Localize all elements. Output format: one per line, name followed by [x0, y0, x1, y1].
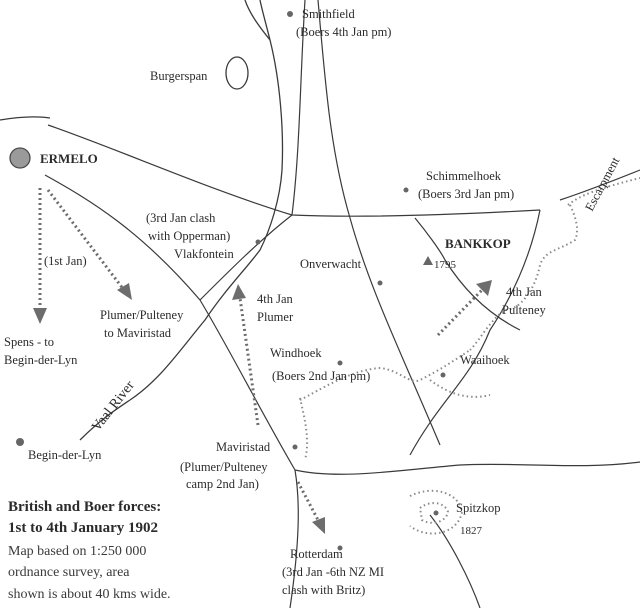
route-spens-arrowhead [33, 308, 47, 324]
legend-body-2: ordnance survey, area [8, 565, 130, 580]
plumer-pulteney-label-1: Plumer/Pulteney [100, 308, 184, 322]
waaihoek-marker [440, 372, 446, 378]
route-pulteney-4th-arrowhead [476, 280, 492, 296]
smithfield-note: (Boers 4th Jan pm) [296, 25, 391, 39]
schimmelhoek-note: (Boers 3rd Jan pm) [418, 187, 514, 201]
smithfield-label: Smithfield [302, 7, 356, 21]
maviristad-note-1: (Plumer/Pulteney [180, 460, 268, 474]
map-legend: British and Boer forces: 1st to 4th Janu… [8, 499, 171, 602]
pulteney-4th-label-2: Pulteney [502, 303, 546, 317]
legend-body-3: shown is about 40 kms wide. [8, 587, 171, 602]
vaal-river-line [129, 0, 284, 401]
route-plumer-4th [238, 297, 260, 426]
route-plumer-4th-arrowhead [232, 284, 246, 300]
vlakfontein-note-2: with Opperman) [148, 229, 230, 243]
routes [33, 188, 492, 534]
begin-der-lyn-label: Begin-der-Lyn [28, 448, 102, 462]
pulteney-4th-label-1: 4th Jan [506, 285, 543, 299]
route-pulteney-4th [436, 288, 484, 337]
windhoek-marker [337, 360, 343, 366]
plumer-4th-label-1: 4th Jan [257, 292, 294, 306]
route-plumer-pulteney-maviristad [46, 189, 126, 291]
windhoek-contour [299, 349, 471, 401]
waaihoek-label: Waaihoek [460, 353, 510, 367]
rotterdam-label: Rotterdam [290, 547, 343, 561]
road-maviristad-south [289, 469, 299, 608]
bankkop-height: 1795 [434, 259, 457, 271]
maviristad-contour [299, 397, 309, 461]
spitzkop-marker [433, 510, 439, 516]
schimmelhoek-label: Schimmelhoek [426, 169, 502, 183]
road-bankkop-south [414, 217, 521, 331]
road-southeast [294, 461, 640, 475]
road-west-link [199, 214, 293, 301]
ermelo-town-marker [9, 147, 31, 169]
escarpment-contour [469, 204, 579, 351]
spitzkop-height: 1827 [460, 525, 483, 537]
rotterdam-marker [337, 545, 343, 551]
maviristad-note-2: camp 2nd Jan) [186, 477, 259, 491]
legend-title-1: British and Boer forces: [8, 499, 161, 515]
rivers [79, 0, 284, 441]
route-plumer-pulteney-arrowhead [117, 283, 132, 300]
river-south-branch [79, 399, 131, 441]
escarpment-label: Escarpment [582, 154, 622, 213]
rotterdam-note-2: clash with Britz) [282, 583, 365, 597]
spens-label-1: Spens - to [4, 335, 54, 349]
windhoek-label: Windhoek [270, 346, 322, 360]
rotterdam-note-1: (3rd Jan -6th NZ MI [282, 565, 384, 579]
contours [299, 177, 640, 535]
first-jan-label: (1st Jan) [44, 254, 87, 268]
begin-der-lyn-marker [16, 438, 24, 446]
road-schimmelhoek-north [317, 0, 351, 219]
burgerspan-pan [225, 56, 249, 90]
onverwacht-label: Onverwacht [300, 257, 362, 271]
ermelo-label: ERMELO [40, 151, 98, 166]
markers [9, 11, 446, 551]
bankkop-label: BANKKOP [445, 236, 511, 251]
legend-title-2: 1st to 4th January 1902 [8, 520, 158, 536]
river-north-branch [244, 0, 271, 41]
maviristad-label: Maviristad [216, 440, 271, 454]
road-onverwacht-south [349, 217, 441, 446]
route-rotterdam-arrowhead [312, 517, 325, 534]
vlakfontein-label: Vlakfontein [174, 247, 234, 261]
vaal-river-label: Vaal River [89, 378, 138, 434]
plumer-4th-label-2: Plumer [257, 310, 294, 324]
spens-label-2: Begin-der-Lyn [4, 353, 78, 367]
legend-body-1: Map based on 1:250 000 [8, 544, 146, 559]
vlakfontein-note-1: (3rd Jan clash [146, 211, 216, 225]
road-far-east [559, 169, 640, 201]
escarpment-top [567, 177, 640, 206]
schimmelhoek-marker [403, 187, 409, 193]
maviristad-marker [292, 444, 298, 450]
spitzkop-contour-a [418, 502, 450, 524]
route-rotterdam [296, 481, 320, 521]
road-east-vertical [409, 209, 541, 456]
plumer-pulteney-label-2: to Maviristad [104, 326, 172, 340]
onverwacht-marker [377, 280, 383, 286]
road-ermelo-north [0, 116, 51, 121]
bankkop-peak-marker [423, 256, 433, 265]
road-spitzkop-south [429, 514, 481, 608]
smithfield-marker [287, 11, 293, 17]
spitzkop-label: Spitzkop [456, 501, 500, 515]
burgerspan-label: Burgerspan [150, 69, 208, 83]
windhoek-note: (Boers 2nd Jan pm) [272, 369, 370, 383]
road-vlakfontein-smithfield [291, 0, 306, 216]
vlakfontein-marker [255, 239, 261, 245]
